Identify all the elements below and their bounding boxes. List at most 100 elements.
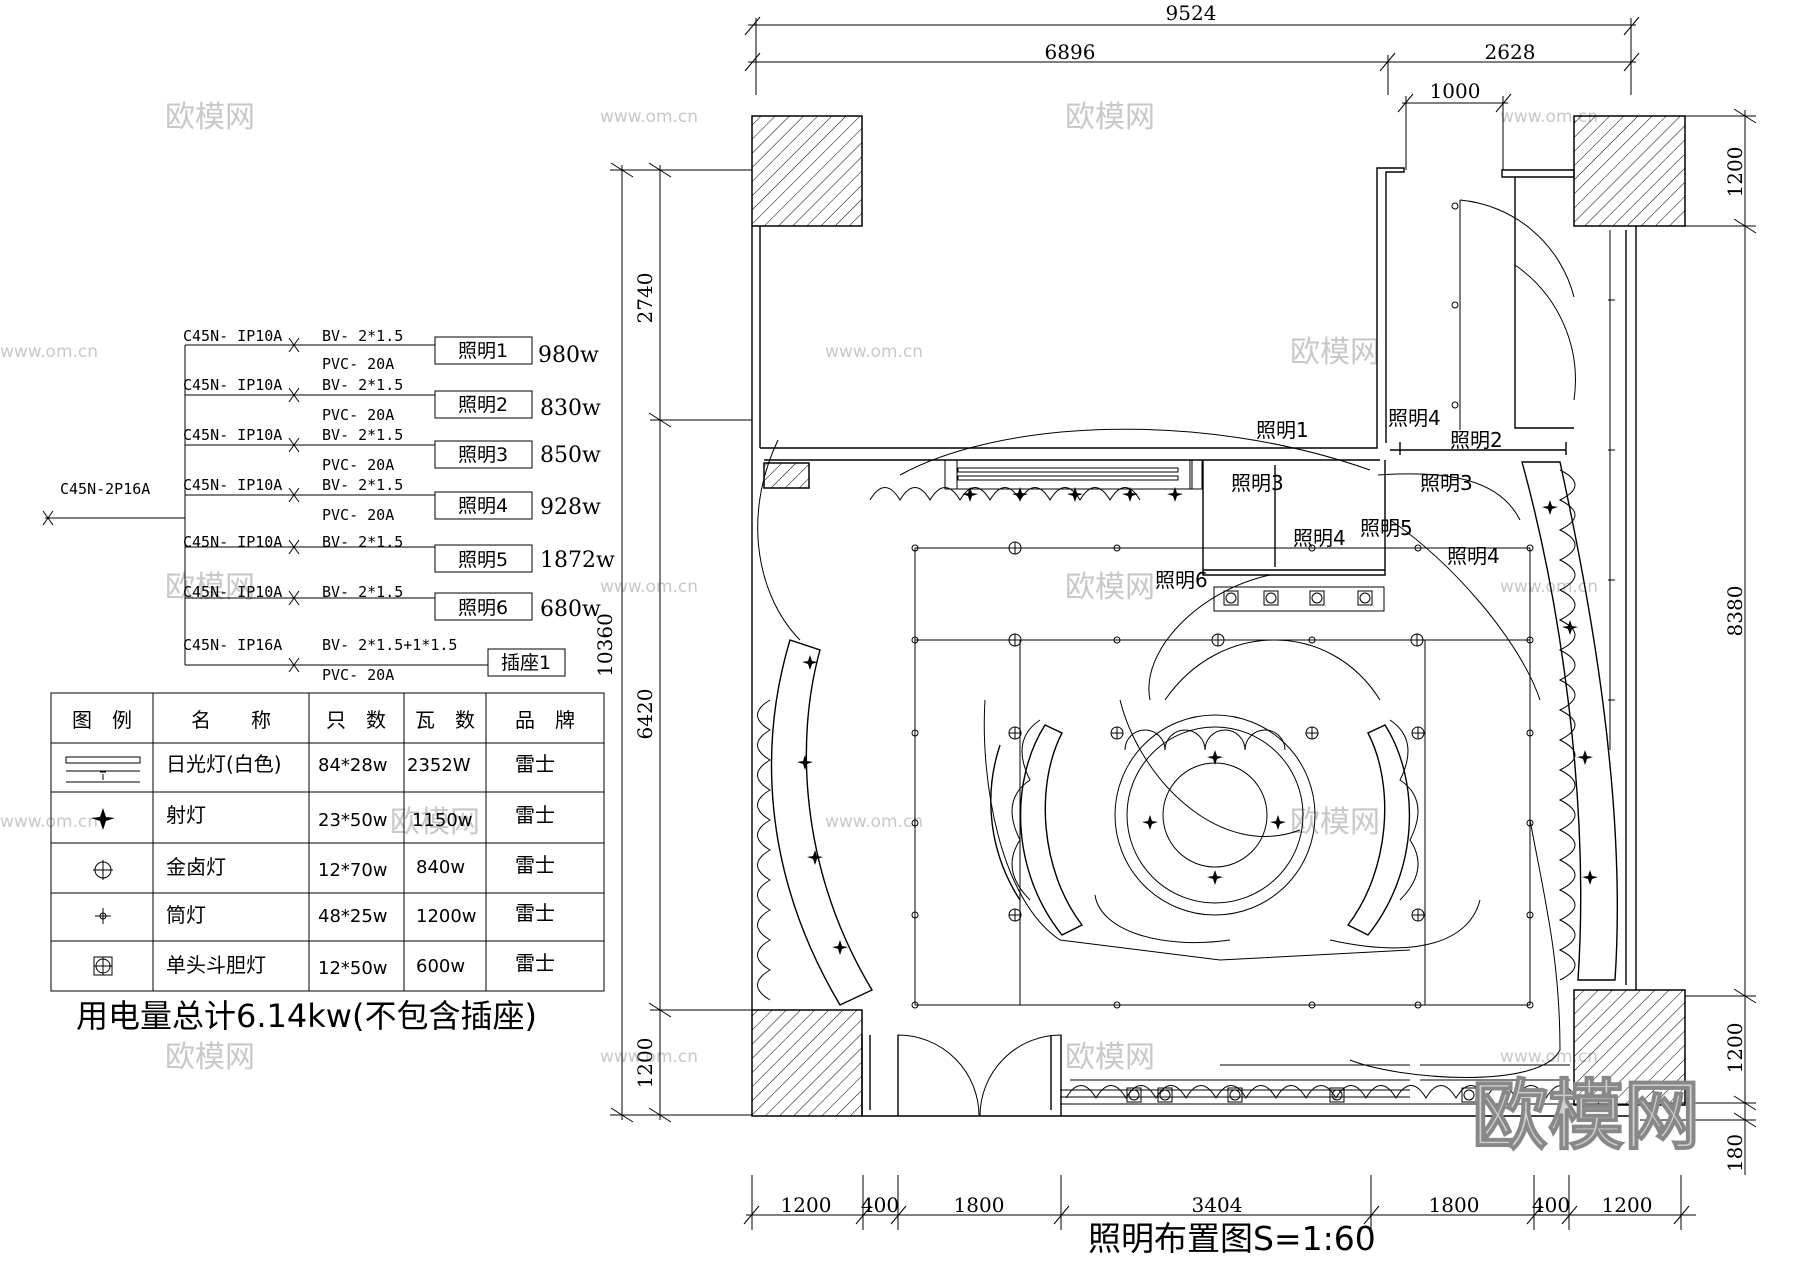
watermark-text: 欧模网 [1290,805,1380,840]
circuit-box [434,544,533,573]
watermark-url: www.om.cn [0,342,98,362]
floor-plan: 照明1 照明2 照明3 照明3 照明4 照明4 照明4 照明5 照明6 [751,115,1686,1117]
legend-name: 日光灯(白色) [166,752,282,776]
circuit-power: 830w [540,396,601,421]
legend-name: 筒灯 [166,903,206,927]
door-swing [897,1034,980,1117]
circuit-label: 照明3 [1231,471,1284,495]
legend-watt: 600w [416,956,465,977]
legend-brand: 雷士 [515,752,555,776]
circuit-row: C45N- IP10A BV- 2*1.5 PVC- 20A 照明3 850w [183,426,601,474]
lamp-throw-curve [1389,719,1419,901]
legend-header: 瓦 数 [415,708,475,732]
watermark-text: 欧模网 [390,805,480,840]
fluorescent-lamp-icon [957,475,1179,481]
circuit-row: C45N- IP10A BV- 2*1.5 照明5 1872w [183,533,615,573]
inner-room [1202,460,1386,576]
circuit-label: 照明6 [1155,568,1208,592]
breaker-label: C45N- IP10A [183,533,282,551]
circuit-box [434,440,533,469]
dimension-text: 1200 [1723,1023,1747,1074]
brand-watermark: 欧模网 [1472,1071,1700,1160]
circuit-power: 680w [540,597,601,622]
circuit-name: 照明1 [458,340,508,362]
dimension-text: 400 [861,1193,899,1217]
lamp-throw-curve [869,487,1141,501]
watermark-text: 欧模网 [1065,100,1155,135]
watermark-text: 欧模网 [1065,1040,1155,1075]
room-partition [1514,177,1574,429]
total-power-note: 用电量总计6.14kw(不包含插座) [76,997,537,1035]
legend-count: 48*25w [318,906,388,927]
dimension-text: 180 [1723,1134,1747,1172]
watermark-url: www.om.cn [600,1047,698,1067]
conduit-label: PVC- 20A [322,506,394,524]
legend-header: 图 例 [72,708,132,732]
circuit-power: 980w [538,343,599,368]
door-swing [1459,199,1575,298]
single-grille-lamp-icon [944,459,958,490]
watermark-url: www.om.cn [600,107,698,127]
circuit-name: 照明3 [458,444,508,466]
circuit-power: 1872w [540,548,615,573]
circuit-label: 照明4 [1447,544,1500,568]
circuit-row: C45N- IP10A BV- 2*1.5 照明6 680w [183,583,601,622]
spotlight-icon [91,808,115,830]
cable-label: BV- 2*1.5 [322,583,403,601]
circuit-name: 照明5 [458,549,508,571]
breaker-label: C45N- IP10A [183,376,282,394]
west-wall [751,226,761,1010]
dimension-text: 1000 [1430,79,1481,103]
circuit-label: 照明4 [1388,406,1441,430]
dimension-text: 6420 [633,689,657,740]
circuit-name: 插座1 [501,652,551,674]
circuit-box [434,390,533,419]
display-rack-right [1346,724,1411,936]
single-grille-lamp-icon [1189,459,1203,490]
watermark-url: www.om.cn [825,812,923,832]
legend-header: 名 称 [191,708,271,732]
south-wall [861,1035,1636,1117]
dimension-text: 6896 [1045,40,1096,64]
circuit-row: C45N- IP10A BV- 2*1.5 PVC- 20A 照明4 928w [183,476,601,524]
dimension-text: 2740 [633,273,657,324]
watermark-text: 欧模网 [1290,335,1380,370]
conduit-label: PVC- 20A [322,355,394,373]
circuit-row: C45N- IP10A BV- 2*1.5 PVC- 20A 照明1 980w [183,327,599,373]
cable-label: BV- 2*1.5 [322,426,403,444]
circuit-label: 照明3 [1420,471,1473,495]
conduit-label: PVC- 20A [322,666,394,684]
column [1573,115,1686,227]
grille-lamps [1126,586,1477,1103]
legend-count: 12*70w [318,860,388,881]
breaker-label: C45N- IP16A [183,636,282,654]
circuit-row: C45N- IP10A BV- 2*1.5 PVC- 20A 照明2 830w [183,376,601,424]
fluorescent-lamp-icon [65,756,141,783]
circuit-label: 照明4 [1293,526,1346,550]
legend-watt: 2352W [407,755,471,776]
lamp-throw-curve [1065,1085,1577,1099]
dimension-text: 3404 [1192,1193,1243,1217]
column [1573,989,1686,1106]
legend-count: 23*50w [318,810,388,831]
legend-brand: 雷士 [515,901,555,925]
dimension-text: 400 [1532,1193,1570,1217]
opening-jamb [1399,442,1567,455]
distribution-diagram: C45N-2P16A C45N- IP10A BV- 2*1.5 PVC- 20… [42,327,615,684]
legend-name: 射灯 [166,803,206,827]
door-swing [1514,264,1576,401]
legend-brand: 雷士 [515,803,555,827]
breaker-label: C45N- IP10A [183,476,282,494]
breaker-label: C45N- IP10A [183,583,282,601]
breaker-mark [42,510,54,526]
dimension-text: 1200 [781,1193,832,1217]
dimension-text: 10360 [593,613,617,677]
watermark-url: www.om.cn [1500,577,1598,597]
dimension-text: 1800 [954,1193,1005,1217]
north-wall [760,167,1405,449]
lamp-throw-curve [757,699,771,1001]
circuit-label: 照明2 [1450,428,1503,452]
metal-halide-lamp-icon [93,860,113,880]
downlight-icon [95,908,111,924]
conduit-label: PVC- 20A [322,406,394,424]
